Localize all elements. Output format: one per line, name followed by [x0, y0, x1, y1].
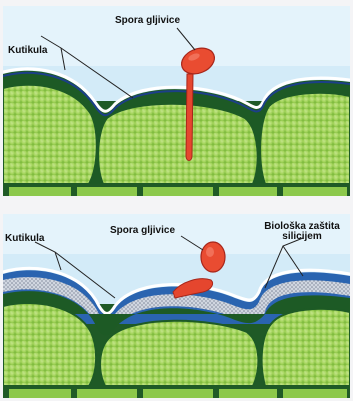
germ-tube [186, 74, 193, 161]
spore-label: Spora gljivice [110, 226, 175, 236]
diagram-panel-silicon-protection: Spora gljivice Kutikula Biološka zaštita… [3, 214, 350, 398]
leaf-cell-2 [100, 321, 258, 386]
protection-label-line2: silicijem [255, 232, 349, 242]
spore-label: Spora gljivice [115, 16, 180, 26]
leaf-cell-3 [260, 93, 350, 184]
leaf-cell-3 [262, 309, 350, 386]
fungal-spore [201, 242, 225, 272]
cuticle-label: Kutikula [8, 46, 47, 56]
leaf-cell-2 [98, 104, 258, 184]
cuticle-label: Kutikula [5, 234, 44, 244]
diagram-panel-spore-penetration: Spora gljivice Kutikula [3, 6, 350, 196]
leaf-cross-section-top [3, 6, 350, 196]
